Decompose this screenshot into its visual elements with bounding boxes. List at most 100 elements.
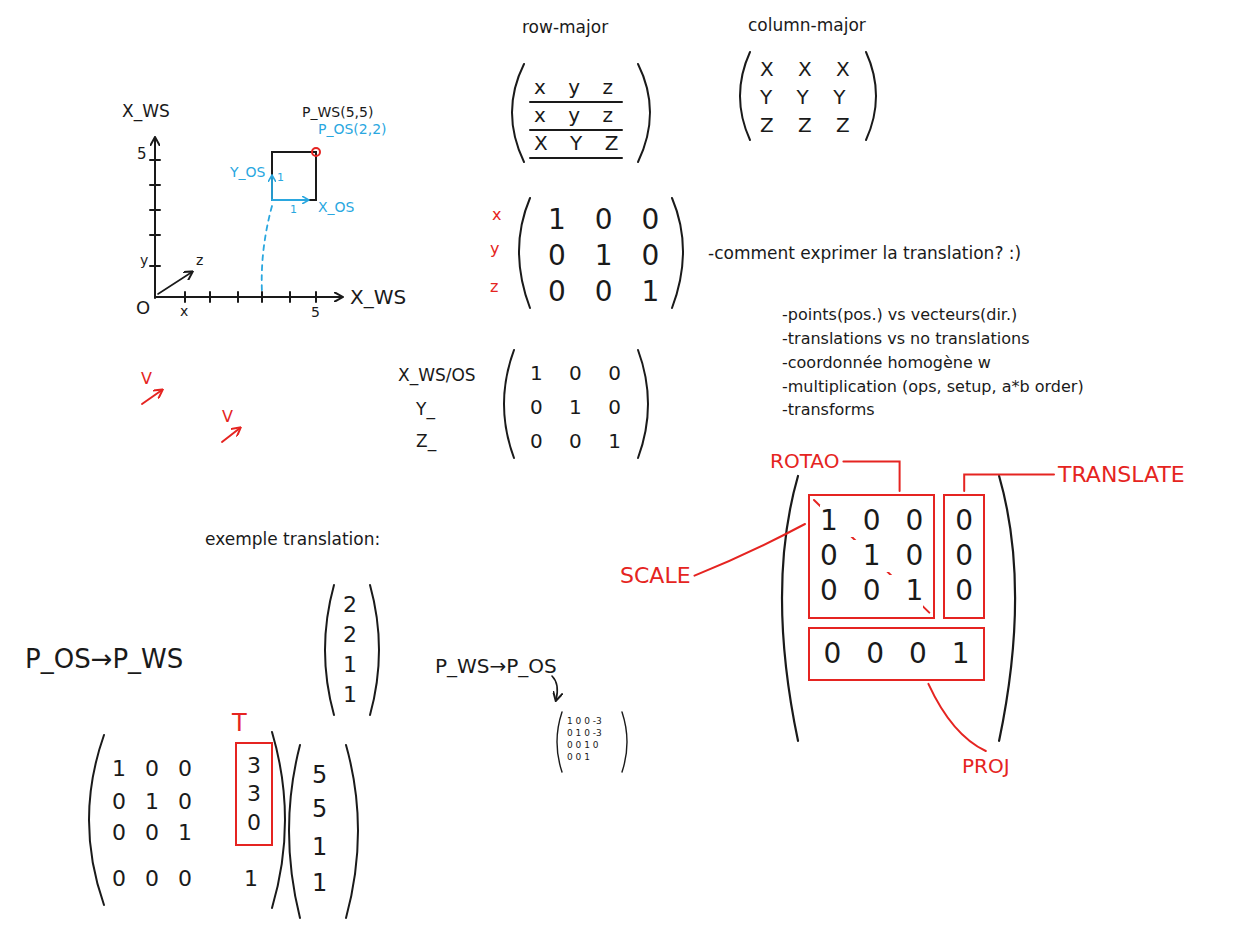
dashed-path	[262, 206, 272, 293]
parenthesis	[782, 476, 798, 741]
z-axis	[158, 272, 192, 294]
label-text: -transforms	[782, 401, 875, 419]
label-text: TRANSLATE	[1058, 462, 1185, 487]
label-text: PROJ	[962, 755, 1010, 778]
label-text: 1	[343, 652, 357, 677]
label-text: P_OS→P_WS	[25, 645, 183, 675]
label-text: 5	[311, 304, 320, 320]
axis-ticks	[150, 160, 160, 266]
matrix-entry: 0 1 0	[820, 540, 923, 572]
label-text: 2	[343, 592, 357, 617]
label-text: 1	[312, 834, 327, 862]
label-text: x	[180, 303, 188, 319]
label-text: O	[136, 298, 150, 319]
parenthesis	[622, 712, 627, 772]
matrix-block: 1 0 00 1 00 0 1	[808, 494, 935, 619]
label-text: y	[140, 252, 148, 268]
label-text: 5	[137, 146, 147, 163]
label-text: X_WS	[350, 286, 406, 309]
label-text: ROTAO	[770, 450, 839, 473]
label-text: x y z	[534, 76, 613, 99]
label-text: 0 0 1 0	[567, 740, 599, 750]
matrix-block: 3 3 0	[235, 742, 273, 846]
matrix-entry: 0	[955, 540, 973, 572]
os-x-axis	[272, 199, 308, 201]
label-text: Y Y Y	[760, 86, 845, 109]
matrix-entry: 0	[247, 810, 261, 835]
vector-arrow	[142, 390, 162, 404]
parenthesis	[866, 52, 876, 140]
label-text: x	[492, 206, 501, 224]
curl-arrow	[552, 676, 557, 700]
label-text: 0 1 0 -3	[567, 728, 602, 738]
label-text: x y z	[534, 104, 613, 127]
row-underline	[530, 102, 622, 158]
parenthesis	[638, 350, 648, 458]
label-text: -points(pos.) vs vecteurs(dir.)	[782, 306, 1017, 324]
label-text: X_WS	[122, 102, 170, 122]
matrix-block: 0 0 0 1	[808, 627, 985, 681]
scale-diagonal	[814, 500, 929, 613]
parenthesis	[557, 712, 562, 772]
parenthesis	[504, 350, 514, 458]
x-axis	[155, 296, 342, 298]
label-text: 1 0 0	[548, 204, 659, 236]
parenthesis	[672, 198, 683, 308]
label-text: 1 0 0	[530, 362, 621, 385]
y-axis	[154, 138, 156, 298]
label-text: X X X	[760, 58, 850, 81]
label-text: V	[141, 370, 152, 388]
parenthesis	[519, 198, 530, 308]
label-text: SCALE	[620, 563, 691, 588]
parenthesis	[512, 64, 524, 162]
label-text: 1 0 0 -3	[567, 716, 602, 726]
label-text: 0 0 1	[530, 430, 621, 453]
label-text: T	[232, 710, 247, 738]
parenthesis	[289, 745, 300, 918]
label-text: Y_	[416, 400, 435, 420]
parenthesis	[346, 745, 358, 918]
leader-line	[928, 684, 985, 751]
label-text: -translations vs no translations	[782, 330, 1030, 348]
label-text: 1	[312, 870, 327, 898]
label-text: z	[490, 278, 498, 296]
label-text: X_WS/OS	[398, 366, 476, 386]
os-y-axis	[271, 176, 273, 200]
label-text: Z_	[416, 432, 436, 452]
label-text: X Y Z	[534, 132, 618, 155]
matrix-entry: 1 0 0	[820, 505, 923, 537]
square	[272, 152, 316, 200]
parenthesis	[999, 476, 1015, 741]
label-text: 1	[290, 204, 297, 217]
axis-ticks	[185, 292, 316, 302]
matrix-entry: 0	[955, 575, 973, 607]
label-text: 0 1 0	[112, 789, 192, 814]
label-text: -coordonnée homogène w	[782, 354, 991, 372]
point-marker	[312, 148, 320, 156]
parenthesis	[272, 732, 285, 908]
label-text: z	[196, 252, 203, 268]
label-text: Y_OS	[230, 164, 265, 180]
label-text: column-major	[748, 16, 866, 36]
label-text: 0 0 0	[112, 866, 192, 891]
parenthesis	[370, 585, 379, 715]
label-text: 0 0 1	[567, 752, 590, 762]
matrix-block: 000	[943, 494, 985, 619]
label-text: 5	[312, 762, 327, 790]
label-text: 0 1 0	[530, 396, 621, 419]
leader-line	[843, 462, 899, 492]
matrix-entry: 3	[247, 781, 261, 806]
label-text: -multiplication (ops, setup, a*b order)	[782, 378, 1084, 396]
parenthesis	[89, 735, 104, 905]
matrix-entry: 3	[247, 753, 261, 778]
parenthesis	[638, 64, 650, 162]
label-text: P_WS(5,5)	[302, 104, 373, 120]
vector-arrow	[222, 428, 240, 442]
label-text: 2	[343, 622, 357, 647]
label-text: 0 1 0	[548, 240, 659, 272]
parenthesis	[740, 52, 750, 140]
label-text: P_WS→P_OS	[435, 655, 557, 678]
parenthesis	[325, 585, 334, 715]
label-text: 0 0 1	[548, 276, 659, 308]
label-text: exemple translation:	[205, 530, 380, 550]
